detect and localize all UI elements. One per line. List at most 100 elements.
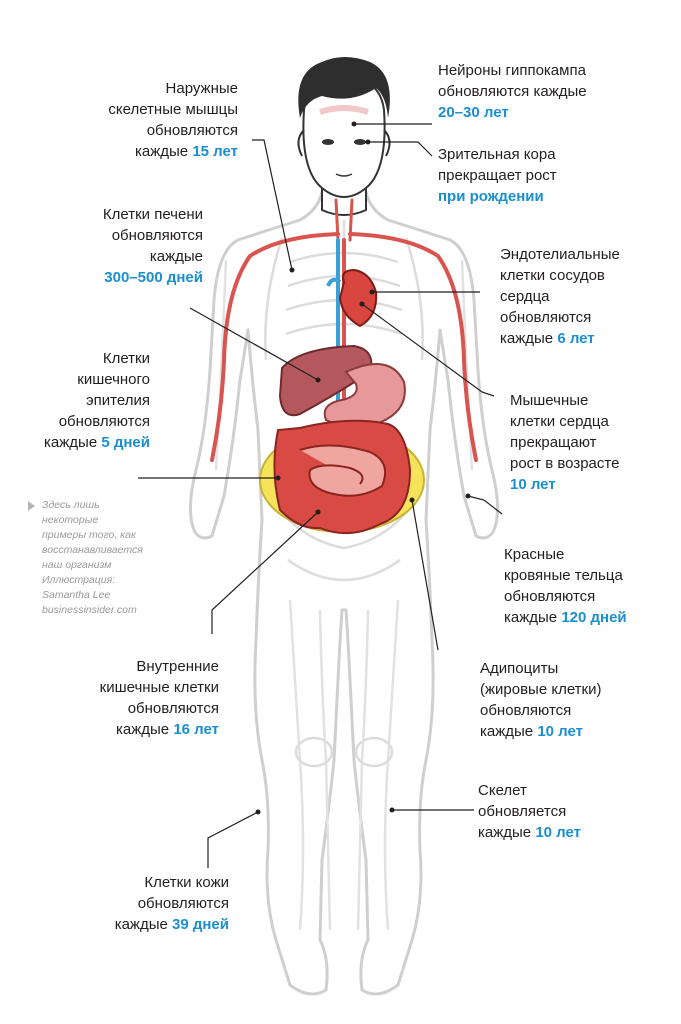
- note-line: Иллюстрация:: [42, 574, 116, 586]
- label-highlight: 20–30 лет: [438, 104, 509, 121]
- label-line: Зрительная кора: [438, 146, 556, 163]
- label-line: Мышечные: [510, 392, 589, 409]
- label-visual-cortex: Зрительная кора прекращает рост при рожден…: [438, 144, 557, 207]
- label-highlight: 16 лет: [173, 721, 219, 738]
- dot-skin: [255, 809, 261, 815]
- label-value-line: каждые 39 дней: [115, 914, 229, 935]
- illustration-note: Здесь лишь некоторые примеры того, как в…: [28, 498, 143, 618]
- label-value-line: каждые 5 дней: [44, 432, 150, 453]
- label-line: клетки сердца: [510, 413, 609, 430]
- artery-left-arm: [210, 232, 340, 462]
- label-value-line: при рождении: [438, 186, 557, 207]
- label-value-line: каждые 10 лет: [480, 721, 602, 742]
- label-prefix: каждые: [480, 723, 538, 740]
- label-line: рост в возрасте: [510, 455, 620, 472]
- label-value-line: 300–500 дней: [103, 267, 203, 288]
- label-line: обновляются: [146, 122, 238, 139]
- label-line: прекращает рост: [438, 167, 557, 184]
- label-line: обновляются: [58, 413, 150, 430]
- label-line: (жировые клетки): [480, 681, 602, 698]
- label-line: прекращают: [510, 434, 597, 451]
- label-line: обновляется: [478, 803, 567, 820]
- label-skeletal-muscles: Наружные скелетные мышцы обновляются каждые…: [108, 78, 238, 162]
- body-outline: [189, 191, 499, 996]
- label-line: Клетки: [102, 350, 150, 367]
- label-highlight: 10 лет: [510, 476, 556, 493]
- leader-red-blood: [467, 495, 503, 515]
- label-line: Скелет: [478, 782, 527, 799]
- dot-skeletal-muscles: [289, 267, 295, 273]
- label-line: сердца: [500, 288, 550, 305]
- label-value-line: каждые 15 лет: [108, 141, 238, 162]
- note-line: примеры того, как: [42, 529, 136, 541]
- label-prefix: каждые: [478, 824, 536, 841]
- label-highlight: 6 лет: [557, 330, 595, 347]
- leader-skin: [207, 811, 259, 868]
- small-intestine: [299, 444, 386, 497]
- label-line: обновляются: [137, 895, 229, 912]
- brain-hint: [319, 105, 369, 115]
- dot-skeleton: [389, 807, 395, 813]
- label-value-line: 10 лет: [510, 474, 619, 495]
- knee-left: [294, 736, 334, 768]
- label-line: Наружные: [165, 80, 238, 97]
- leader-internal-intestinal: [211, 511, 319, 634]
- knee-right: [354, 736, 394, 768]
- dot-red-blood: [465, 493, 471, 499]
- label-line: кишечные клетки: [99, 679, 219, 696]
- label-hippocampus: Нейроны гиппокампа обновляются каждые 20–3…: [438, 60, 587, 123]
- label-line: кровяные тельца: [504, 567, 623, 584]
- label-prefix: каждые: [135, 143, 193, 160]
- dot-hippocampus: [351, 121, 357, 127]
- label-line: Эндотелиальные: [500, 246, 620, 263]
- label-line: обновляются каждые: [438, 83, 587, 100]
- ear-left: [297, 129, 305, 157]
- leader-adipocytes: [411, 499, 439, 651]
- arm-bones: [214, 259, 474, 471]
- note-line: Здесь лишь: [42, 499, 100, 511]
- label-line: обновляются: [480, 702, 572, 719]
- leader-liver: [189, 307, 319, 381]
- label-prefix: каждые: [44, 434, 102, 451]
- mouth: [335, 173, 353, 177]
- label-line: Адипоциты: [480, 660, 559, 677]
- leader-visual-cortex: [368, 141, 433, 157]
- leader-heart-muscle: [361, 303, 495, 397]
- label-adipocytes: Адипоциты (жировые клетки) обновляются кажд…: [480, 658, 602, 742]
- dot-internal-intestinal: [315, 509, 321, 515]
- dot-intestinal-epithelium: [275, 475, 281, 481]
- dot-adipocytes: [409, 497, 415, 503]
- label-line: кишечного: [77, 371, 150, 388]
- label-prefix: каждые: [504, 609, 562, 626]
- label-line: Красные: [504, 546, 565, 563]
- label-line: Нейроны гиппокампа: [438, 62, 586, 79]
- triangle-icon: [28, 501, 35, 511]
- label-line: скелетные мышцы: [108, 101, 238, 118]
- label-highlight: 300–500 дней: [104, 269, 203, 286]
- label-prefix: каждые: [116, 721, 174, 738]
- label-highlight: 10 лет: [535, 824, 581, 841]
- leader-lines: [138, 123, 503, 868]
- label-skeleton: Скелет обновляется каждые 10 лет: [478, 780, 581, 843]
- label-line: обновляются: [111, 227, 203, 244]
- eye-right: [354, 139, 366, 145]
- leader-dots: [255, 121, 471, 815]
- artery-neck: [334, 198, 354, 242]
- label-value-line: каждые 120 дней: [504, 607, 627, 628]
- hair: [298, 57, 390, 118]
- label-value-line: каждые 10 лет: [478, 822, 581, 843]
- dot-endothelial: [369, 289, 375, 295]
- label-prefix: каждые: [500, 330, 558, 347]
- note-line: некоторые: [42, 514, 99, 526]
- note-line: наш организм: [42, 559, 112, 571]
- organs: [259, 268, 425, 535]
- label-line: Клетки печени: [102, 206, 203, 223]
- label-highlight: при рождении: [438, 188, 544, 205]
- note-line: businessinsider.com: [42, 604, 137, 616]
- label-highlight: 15 лет: [192, 143, 238, 160]
